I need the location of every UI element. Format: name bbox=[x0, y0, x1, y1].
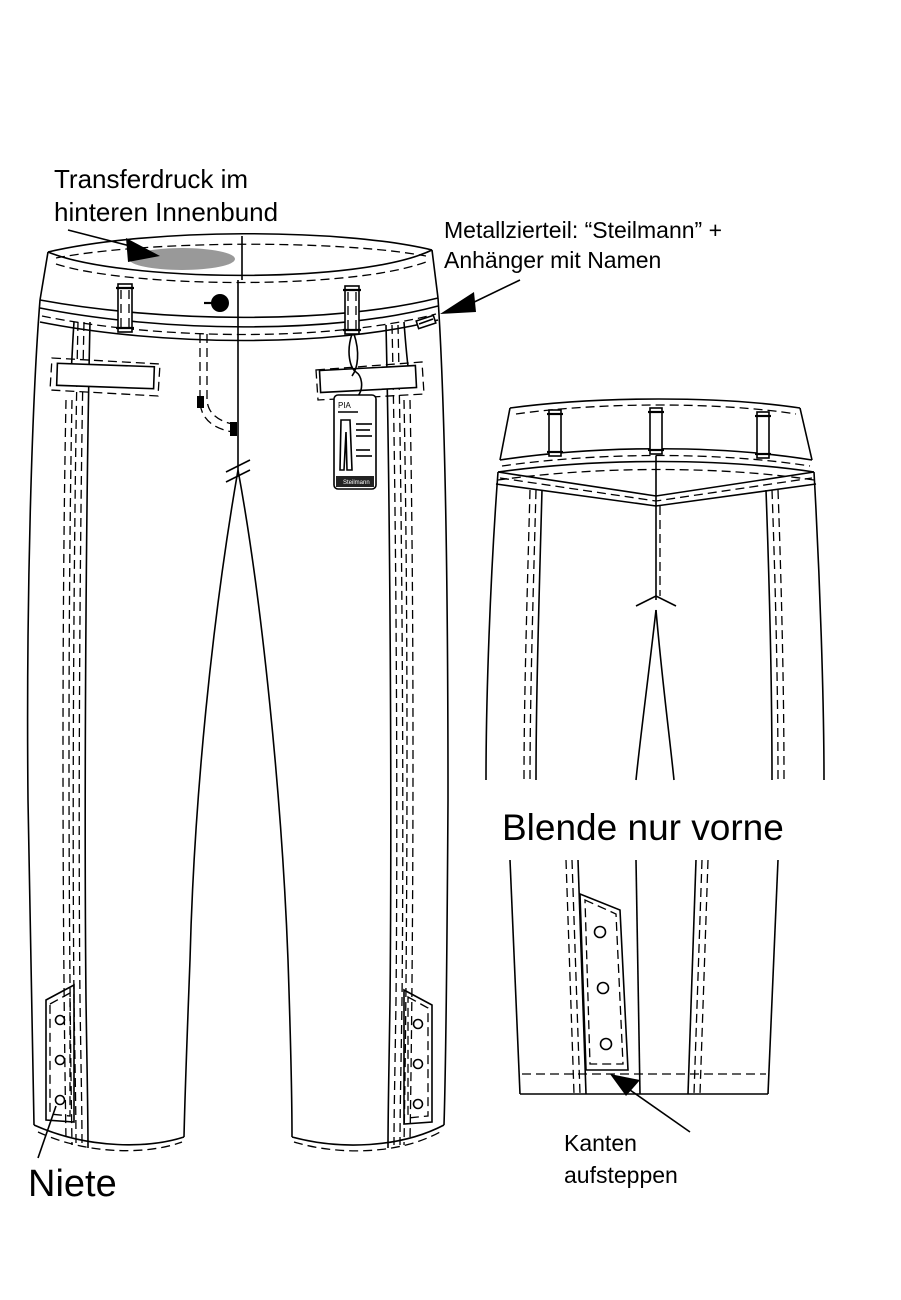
rivets-left-hem bbox=[54, 1014, 66, 1106]
label-metal-trim-1: Metallzierteil: “Steilmann” + bbox=[444, 217, 723, 243]
rivet bbox=[599, 1037, 613, 1051]
rivet bbox=[412, 1058, 424, 1070]
hang-tag: PIA Steilmann bbox=[333, 333, 377, 490]
label-metal-trim-2: Anhänger mit Namen bbox=[444, 247, 662, 273]
waist-button bbox=[204, 294, 229, 312]
front-pocket-right bbox=[315, 361, 425, 401]
label-transfer-print-2: hinteren Innenbund bbox=[54, 197, 279, 227]
rivet bbox=[596, 981, 610, 995]
rivet bbox=[54, 1014, 66, 1026]
transfer-print-patch bbox=[129, 248, 235, 270]
pointer-edge-topstitch bbox=[610, 1074, 691, 1133]
label-edge-topstitch-1: Kanten bbox=[564, 1130, 637, 1156]
back-belt-loops bbox=[547, 407, 771, 459]
pointer-transfer-print bbox=[67, 229, 160, 262]
front-fly bbox=[197, 330, 251, 483]
hang-tag-brand: Steilmann bbox=[343, 480, 370, 486]
front-view-pants: PIA Steilmann bbox=[26, 232, 449, 1152]
label-rivet: Niete bbox=[28, 1163, 117, 1205]
rivet bbox=[412, 1018, 424, 1030]
front-right-leg bbox=[237, 297, 449, 1152]
pointer-metal-trim bbox=[440, 279, 521, 314]
rivet bbox=[593, 925, 607, 939]
front-left-leg bbox=[26, 299, 239, 1152]
front-belt-loop-right bbox=[343, 285, 361, 335]
pointer-rivet bbox=[37, 1105, 57, 1159]
back-view-pants bbox=[485, 398, 825, 781]
label-transfer-print-1: Transferdruck im bbox=[54, 164, 249, 194]
front-facing-panel bbox=[579, 892, 629, 1071]
metal-trim-piece bbox=[415, 314, 437, 330]
front-belt-loop-left bbox=[116, 283, 134, 333]
rivets-right-hem bbox=[412, 1018, 424, 1110]
label-edge-topstitch-2: aufsteppen bbox=[564, 1162, 678, 1188]
hang-tag-name: PIA bbox=[338, 401, 352, 410]
rivet bbox=[54, 1054, 66, 1066]
rivet bbox=[412, 1098, 424, 1110]
front-waistband bbox=[39, 232, 439, 342]
detail-view-hem bbox=[509, 859, 779, 1095]
front-pocket-left bbox=[49, 357, 161, 397]
label-facing-front-only: Blende nur vorne bbox=[502, 807, 784, 848]
rivet bbox=[54, 1094, 66, 1106]
